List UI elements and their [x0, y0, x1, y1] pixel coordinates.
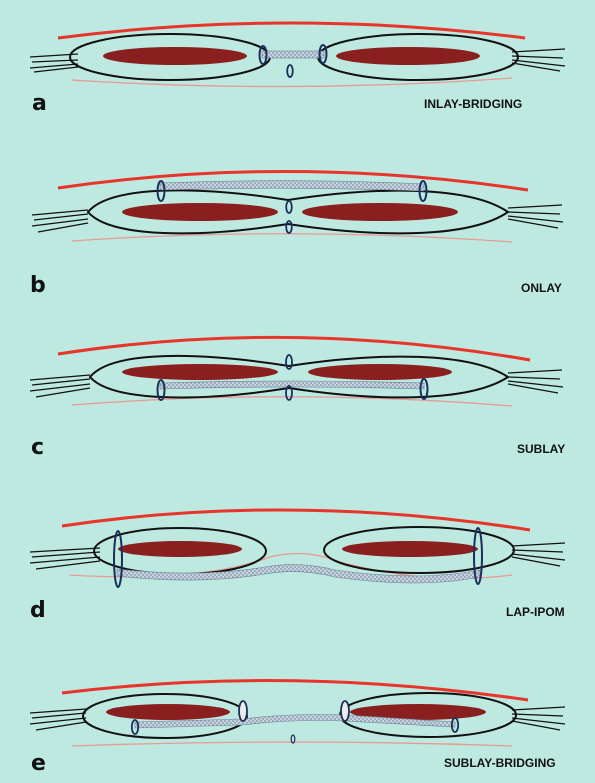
panel-label-a: INLAY-BRIDGING	[424, 98, 522, 110]
right-fascia-fibers	[508, 370, 563, 393]
peritoneum-line	[72, 234, 512, 242]
suture-ring	[286, 201, 292, 213]
skin-line	[62, 510, 530, 530]
panel-label-c: SUBLAY	[517, 443, 565, 455]
panel-letter-c: c	[31, 437, 44, 459]
panel-letter-b: b	[30, 275, 46, 297]
panel-c-drawing	[30, 337, 563, 406]
left-fascia-fibers	[30, 548, 100, 569]
left-rectus-muscle	[118, 541, 242, 557]
panel-b-drawing	[32, 171, 563, 242]
left-rectus-muscle	[103, 47, 247, 65]
panel-a-drawing	[30, 23, 565, 87]
panel-letter-d: d	[30, 600, 46, 622]
skin-line	[58, 337, 530, 360]
right-fascia-fibers	[512, 543, 565, 566]
panel-e-drawing	[30, 681, 565, 746]
left-fascia-fibers	[30, 375, 90, 397]
right-rectus-muscle	[336, 47, 480, 65]
suture-ring	[341, 701, 349, 721]
mesh-implant	[262, 51, 324, 58]
suture-ring	[239, 701, 247, 721]
left-rectus-muscle	[106, 704, 230, 720]
right-rectus-muscle	[308, 364, 452, 380]
right-fascia-fibers	[508, 205, 563, 228]
right-rectus-muscle	[302, 203, 458, 221]
right-fascia-fibers	[512, 707, 565, 730]
suture-ring	[114, 531, 122, 587]
panel-d-drawing	[30, 510, 565, 587]
mesh-implant	[160, 181, 424, 191]
suture-ring	[287, 65, 293, 77]
skin-line	[62, 681, 528, 700]
panel-letter-e: e	[31, 753, 46, 775]
panel-label-b: ONLAY	[521, 282, 562, 294]
panel-label-e: SUBLAY-BRIDGING	[444, 757, 556, 769]
right-fascia-fibers	[512, 49, 565, 71]
panel-label-d: LAP-IPOM	[506, 606, 565, 618]
left-fascia-fibers	[32, 210, 88, 232]
right-rectus-muscle	[342, 541, 478, 557]
left-rectus-muscle	[122, 203, 278, 221]
left-fascia-fibers	[30, 709, 86, 730]
left-rectus-muscle	[122, 364, 278, 380]
panel-letter-a: a	[32, 93, 47, 115]
suture-ring	[286, 221, 292, 233]
